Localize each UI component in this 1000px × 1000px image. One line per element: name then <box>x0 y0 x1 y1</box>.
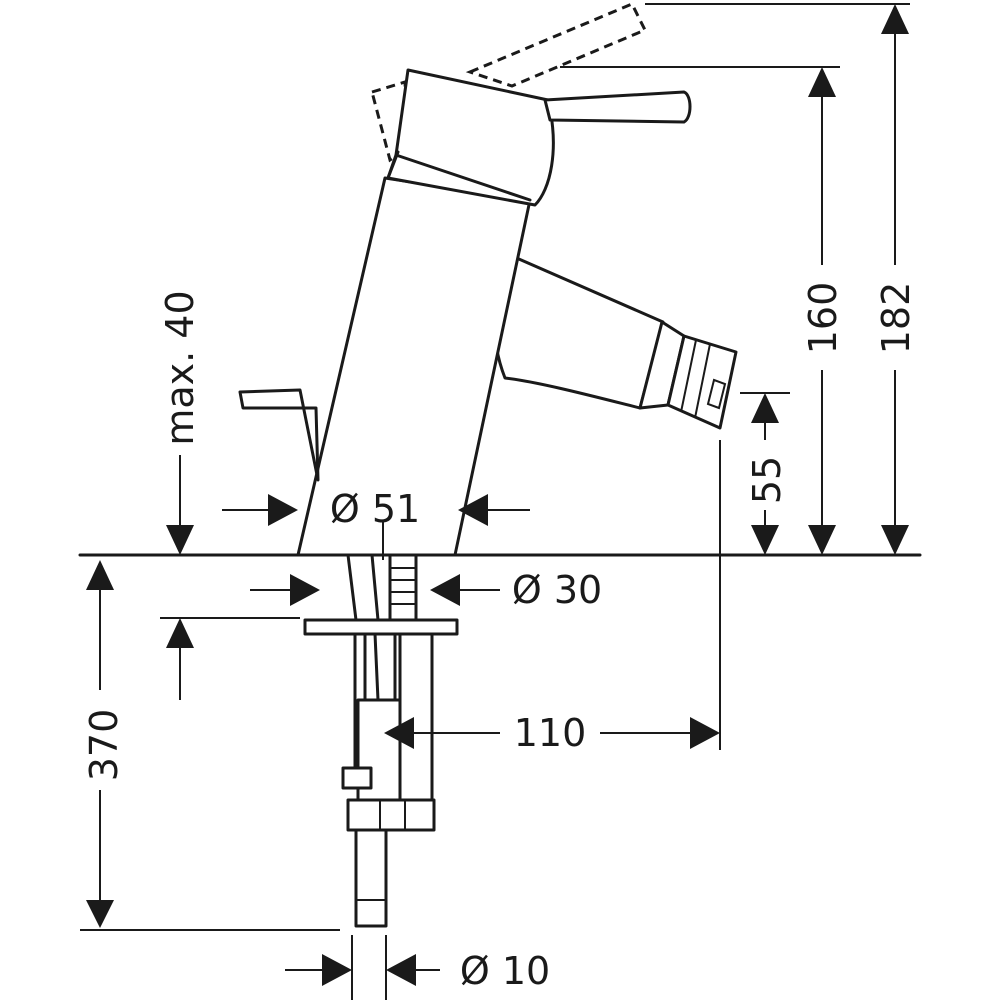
label-55: 55 <box>745 456 789 504</box>
dimension-diameter-10: Ø 10 <box>285 935 550 1000</box>
dimension-diameter-30: Ø 30 <box>250 568 602 612</box>
pop-up-rod <box>238 388 320 482</box>
dimension-diameter-51: Ø 51 <box>222 487 530 531</box>
dimension-110: 110 <box>384 440 721 755</box>
fixing-set <box>303 520 459 928</box>
label-160: 160 <box>801 282 845 355</box>
dimension-182: 182 <box>645 3 918 555</box>
label-max-40: max. 40 <box>158 290 202 445</box>
dimension-160: 160 <box>560 66 845 555</box>
dimension-370: 370 <box>80 560 340 931</box>
lever-alternate-positions <box>370 2 648 163</box>
label-110: 110 <box>514 711 587 755</box>
label-diameter-10: Ø 10 <box>460 949 550 993</box>
label-182: 182 <box>874 282 918 355</box>
label-370: 370 <box>82 709 126 782</box>
spout <box>492 254 738 430</box>
dimension-55: 55 <box>740 392 790 555</box>
label-diameter-30: Ø 30 <box>512 568 602 612</box>
dimension-max-40: max. 40 <box>158 290 300 700</box>
label-diameter-51: Ø 51 <box>330 487 420 531</box>
lever-handle <box>543 90 692 124</box>
